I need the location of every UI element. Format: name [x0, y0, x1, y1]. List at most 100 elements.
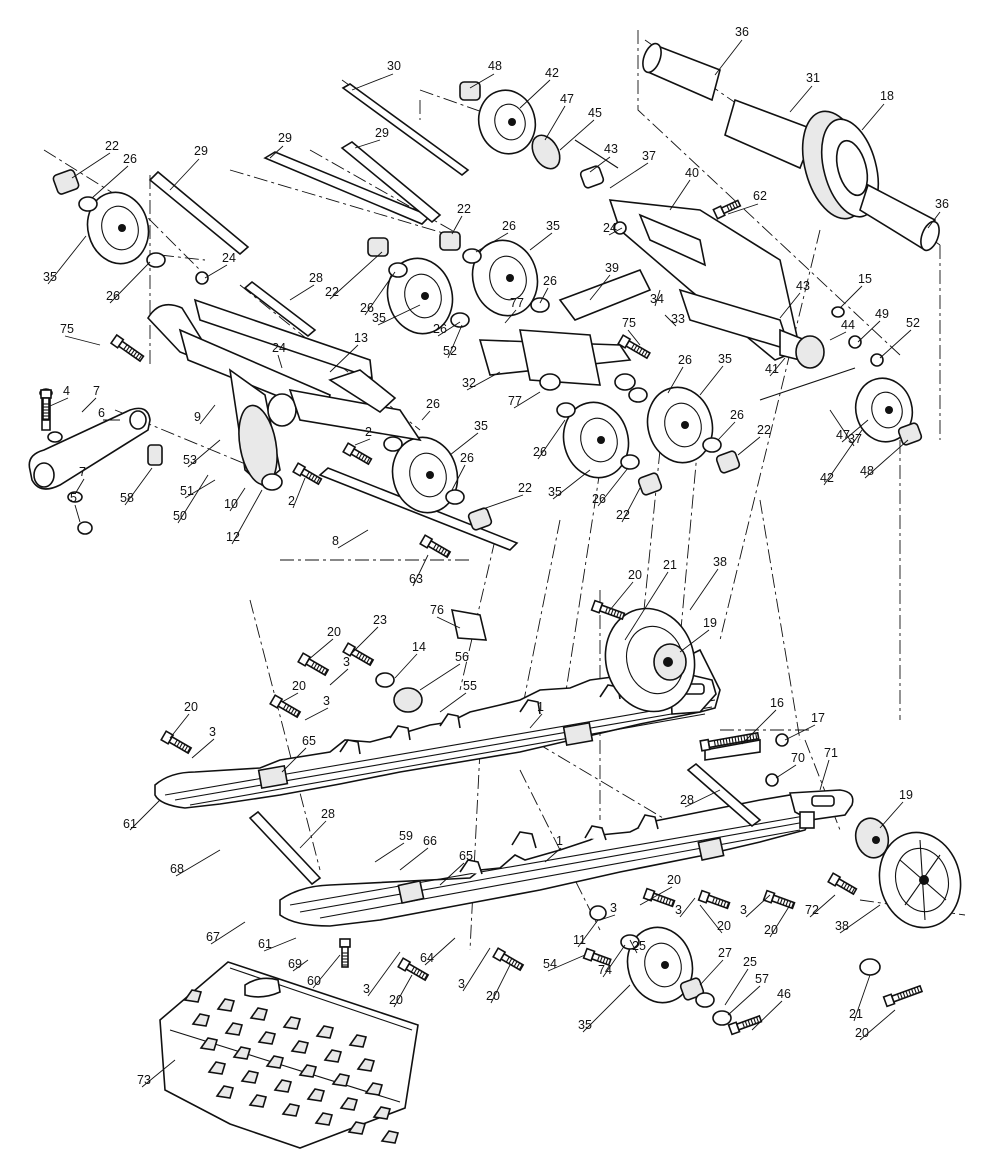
callout-12: 12: [226, 530, 240, 544]
leader-line: [823, 429, 863, 486]
leader-line: [552, 469, 591, 500]
callout-24-c: 24: [272, 341, 286, 355]
leader-line: [699, 904, 723, 934]
leader-line: [699, 365, 724, 396]
shafts: [148, 83, 762, 886]
leader-line: [281, 747, 307, 773]
leader-line: [399, 847, 429, 871]
mat-cleat: [249, 1007, 269, 1021]
callout-69: 69: [288, 957, 302, 971]
leader-line: [621, 487, 641, 523]
callout-30: 30: [387, 59, 401, 73]
callout-36-a: 36: [735, 25, 749, 39]
leader-line: [47, 235, 87, 285]
callout-29-b: 29: [278, 131, 292, 145]
leader-line: [779, 292, 801, 319]
leader-line: [351, 73, 394, 91]
callout-37-a: 37: [642, 149, 656, 163]
mat-cleat: [224, 1022, 244, 1036]
leader-line: [329, 668, 349, 686]
leader-line: [354, 438, 371, 446]
leader-line: [210, 921, 246, 945]
callout-35-d: 35: [718, 352, 732, 366]
callout-26-l: 26: [592, 492, 606, 506]
callout-57: 57: [755, 972, 769, 986]
callout-25-a: 25: [632, 939, 646, 953]
callout-52-a: 52: [906, 316, 920, 330]
mat-cleat: [282, 1016, 302, 1030]
callout-29-c: 29: [375, 126, 389, 140]
leader-line: [81, 397, 97, 413]
leader-line: [539, 287, 549, 304]
mat-cleat: [273, 1079, 293, 1093]
callout-35-c: 35: [372, 311, 386, 325]
leader-line: [519, 79, 551, 109]
callout-60: 60: [307, 974, 321, 988]
callout-66: 66: [423, 834, 437, 848]
callout-54: 54: [543, 957, 557, 971]
callout-3-f: 3: [610, 901, 617, 915]
leader-line: [819, 759, 830, 791]
bolt: [40, 389, 52, 421]
bolt: [492, 947, 525, 972]
leader-line: [289, 284, 315, 301]
leader-line: [829, 331, 847, 341]
callout-26-i: 26: [730, 408, 744, 422]
leader-line: [679, 897, 696, 918]
leader-line: [109, 261, 151, 304]
bolt: [297, 652, 330, 677]
leader-line: [829, 409, 855, 447]
leader-line: [439, 862, 465, 886]
leader-line: [751, 1000, 783, 1031]
leader-line: [879, 801, 904, 829]
leader-line: [479, 494, 524, 511]
leader-line: [784, 724, 816, 741]
leader-line: [466, 371, 501, 391]
callout-22-a: 22: [105, 139, 119, 153]
bolt: [727, 1014, 763, 1036]
callout-21-a: 21: [663, 558, 677, 572]
leader-line: [141, 1059, 176, 1088]
lower-rail: [279, 789, 854, 927]
leader-line: [513, 391, 541, 409]
callout-74: 74: [598, 963, 612, 977]
leader-line: [449, 432, 479, 456]
callout-2-a: 2: [365, 425, 372, 439]
leader-line: [412, 554, 429, 587]
leader-line: [451, 464, 466, 491]
leader-line: [312, 954, 341, 989]
mat-cleat: [265, 1055, 285, 1069]
callout-20-e: 20: [667, 873, 681, 887]
callout-7-b: 7: [79, 465, 86, 479]
callout-35-f: 35: [548, 485, 562, 499]
leader-line: [857, 320, 881, 343]
mat-cleat: [380, 1130, 400, 1144]
callout-76: 76: [430, 603, 444, 617]
callout-15: 15: [858, 272, 872, 286]
callout-8: 8: [332, 534, 339, 548]
callout-67: 67: [206, 930, 220, 944]
leader-line: [639, 886, 673, 906]
callout-52-b: 52: [443, 344, 457, 358]
leader-line: [724, 968, 749, 1006]
leader-line: [699, 959, 724, 986]
leader-line: [679, 629, 710, 653]
callout-6: 6: [98, 406, 105, 420]
mat-cleat: [364, 1082, 384, 1096]
leader-line: [475, 232, 509, 253]
leader-line: [74, 504, 81, 523]
leader-line: [269, 145, 284, 159]
leader-line: [364, 271, 396, 316]
leader-line: [504, 309, 517, 324]
callout-41: 41: [765, 362, 779, 376]
leader-line: [439, 692, 467, 713]
leader-line: [71, 152, 111, 179]
callout-20-g: 20: [764, 923, 778, 937]
callout-26-k: 26: [460, 451, 474, 465]
mat-cleat: [199, 1037, 219, 1051]
leader-line: [529, 232, 553, 251]
bolt: [617, 334, 651, 360]
bolt: [642, 887, 676, 908]
callout-1-b: 1: [556, 834, 563, 848]
callout-44: 44: [841, 318, 855, 332]
